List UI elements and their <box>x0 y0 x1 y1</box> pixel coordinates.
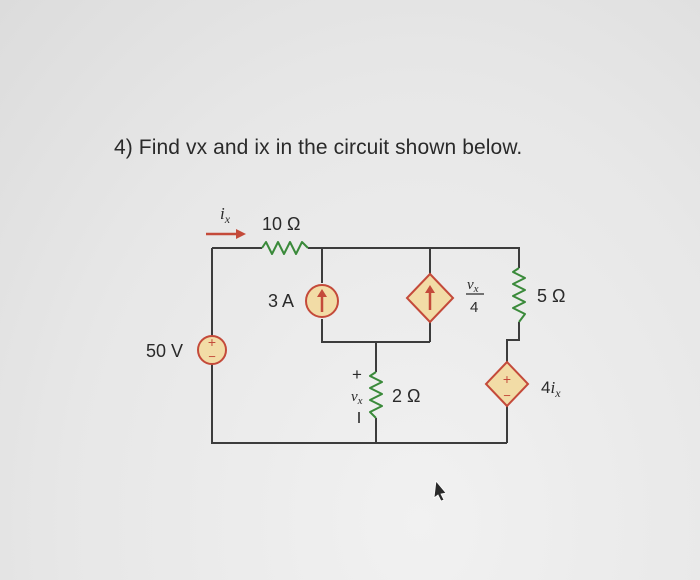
resistor-5-ohm: 5 Ω <box>512 267 565 323</box>
cccs-numerator: vx <box>467 277 479 295</box>
wire-bottom <box>211 364 507 444</box>
dvs-minus: − <box>503 388 511 403</box>
cursor-arrow <box>433 480 447 502</box>
dvs-plus: + <box>503 371 511 387</box>
mouse-cursor-icon <box>433 480 447 502</box>
r2-label: 5 Ω <box>537 286 565 306</box>
vs-plus: + <box>208 334 216 350</box>
resistor-10-ohm: 10 Ω <box>261 214 309 255</box>
wire-middle-node <box>321 319 430 343</box>
resistor-2-ohm: 2 Ω + vx <box>351 365 420 423</box>
resistor-5-ohm-zigzag <box>512 267 526 323</box>
vs-minus: − <box>208 349 216 364</box>
ix-arrow-head <box>236 229 246 239</box>
dependent-voltage-source: + − 4ix <box>484 360 561 408</box>
resistor-2-ohm-zigzag <box>369 371 383 419</box>
voltage-source-50v: + − 50 V <box>146 334 227 365</box>
r3-label: 2 Ω <box>392 386 420 406</box>
source-50v-label: 50 V <box>146 341 183 361</box>
vx-plus: + <box>352 365 362 384</box>
source-3a-label: 3 A <box>268 291 294 311</box>
dependent-current-source: vx 4 <box>405 272 484 324</box>
current-source-3a: 3 A <box>268 284 339 318</box>
wire-top-right <box>308 247 520 268</box>
cccs-denominator: 4 <box>470 299 478 316</box>
ix-label: ix <box>220 204 231 226</box>
dep-up-arrow-head <box>425 285 435 293</box>
current-ix-arrow: ix <box>206 204 246 239</box>
voltage-source-circle <box>197 335 227 365</box>
question-text: 4) Find vx and ix in the circuit shown b… <box>114 136 523 159</box>
resistor-10-ohm-zigzag <box>261 241 309 255</box>
wire-right-mid <box>506 322 520 362</box>
r1-label: 10 Ω <box>262 214 300 234</box>
dep-v-label: 4ix <box>541 378 561 400</box>
vx-label: vx <box>351 389 363 407</box>
up-arrow-head <box>317 289 327 297</box>
dependent-voltage-diamond <box>484 360 530 408</box>
wires <box>211 247 520 444</box>
